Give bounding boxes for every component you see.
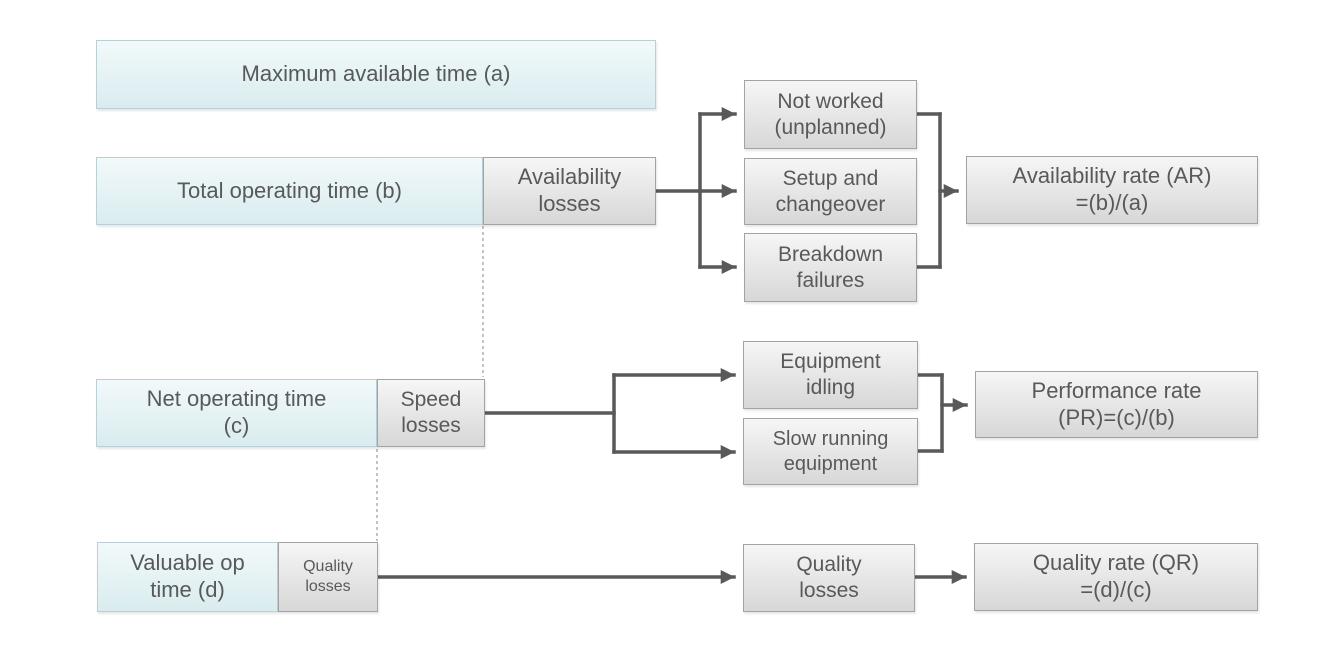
label-total-operating-time: Total operating time (b) xyxy=(177,177,402,203)
label-equipment-idling: Equipment idling xyxy=(780,350,881,399)
label-not-worked: Not worked (unplanned) xyxy=(774,89,887,139)
label-slow-running: Slow running equipment xyxy=(772,428,889,475)
box-net-operating-time: Net operating time (c) xyxy=(96,379,377,447)
box-maximum-available-time: Maximum available time (a) xyxy=(96,40,656,109)
label-maximum-available-time: Maximum available time (a) xyxy=(241,61,511,87)
box-availability-rate: Availability rate (AR) =(b)/(a) xyxy=(966,156,1258,224)
label-quality-losses-small: Quality losses xyxy=(303,558,353,595)
box-performance-rate: Performance rate (PR)=(c)/(b) xyxy=(975,371,1258,438)
box-availability-losses: Availability losses xyxy=(483,157,656,225)
label-performance-rate: Performance rate (PR)=(c)/(b) xyxy=(1031,377,1202,430)
box-equipment-idling: Equipment idling xyxy=(743,341,918,409)
label-speed-losses: Speed losses xyxy=(400,388,462,437)
box-breakdown-failures: Breakdown failures xyxy=(744,233,917,302)
label-valuable-op-time: Valuable op time (d) xyxy=(130,550,245,602)
box-setup-changeover: Setup and changeover xyxy=(744,158,917,225)
label-quality-rate: Quality rate (QR) =(d)/(c) xyxy=(1032,550,1200,602)
label-net-operating-time: Net operating time (c) xyxy=(146,386,327,438)
box-not-worked: Not worked (unplanned) xyxy=(744,80,917,149)
box-quality-rate: Quality rate (QR) =(d)/(c) xyxy=(974,543,1258,611)
box-total-operating-time: Total operating time (b) xyxy=(96,157,483,225)
label-breakdown-failures: Breakdown failures xyxy=(777,242,884,292)
box-slow-running: Slow running equipment xyxy=(743,418,918,485)
box-quality-losses-small: Quality losses xyxy=(278,542,378,612)
label-quality-losses: Quality losses xyxy=(796,553,862,602)
box-valuable-op-time: Valuable op time (d) xyxy=(97,542,278,612)
label-setup-changeover: Setup and changeover xyxy=(775,166,886,216)
box-speed-losses: Speed losses xyxy=(377,379,485,447)
label-availability-losses: Availability losses xyxy=(517,164,622,216)
box-quality-losses: Quality losses xyxy=(743,544,915,612)
label-availability-rate: Availability rate (AR) =(b)/(a) xyxy=(1012,163,1212,215)
